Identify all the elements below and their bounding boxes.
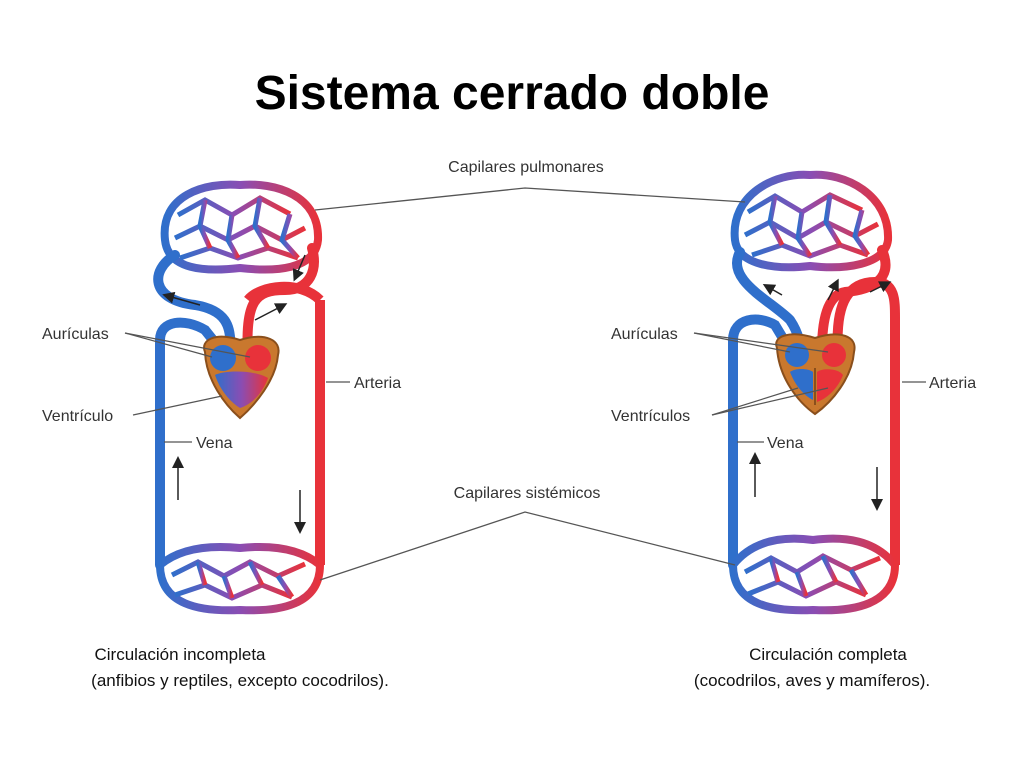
pulmonary-capillaries-label: Capilares pulmonares xyxy=(448,159,604,176)
right-artery-label: Arteria xyxy=(929,375,976,392)
right-diagram: Aurículas Ventrículos Arteria Vena Circu… xyxy=(611,170,976,690)
left-ventricle-label: Ventrículo xyxy=(42,408,113,425)
left-caption-line1: Circulación incompleta xyxy=(94,645,266,664)
right-caption-line2: (cocodrilos, aves y mamíferos). xyxy=(694,671,930,690)
right-arrow-icon xyxy=(762,284,783,296)
systemic-capillaries-label: Capilares sistémicos xyxy=(454,485,601,502)
right-vein-label: Vena xyxy=(767,435,804,452)
left-pulmonary-capillary-bed xyxy=(160,180,323,274)
left-systemic-capillary-bed xyxy=(155,542,325,615)
right-pulmonary-capillary-bed xyxy=(730,170,893,272)
left-arrow-icon xyxy=(292,254,306,282)
right-systemic-capillary-bed xyxy=(728,534,900,615)
left-vein-label: Vena xyxy=(196,435,233,452)
right-heart xyxy=(775,333,856,416)
left-systemic-vein xyxy=(155,317,230,570)
right-ventricles-label: Ventrículos xyxy=(611,408,690,425)
left-atria-label: Aurículas xyxy=(42,326,109,343)
left-artery-label: Arteria xyxy=(354,375,401,392)
left-caption-line2: (anfibios y reptiles, excepto cocodrilos… xyxy=(91,671,389,690)
shared-leaders xyxy=(314,187,746,581)
right-caption-line1: Circulación completa xyxy=(749,645,907,664)
right-atria-label: Aurículas xyxy=(611,326,678,343)
left-arrow-icon xyxy=(254,303,288,321)
left-diagram: Aurículas Ventrículo Arteria Vena Circul… xyxy=(42,180,401,690)
page-title: Sistema cerrado doble xyxy=(254,67,770,120)
left-arrow-icon xyxy=(162,291,201,306)
right-arrow-icon xyxy=(869,281,892,293)
right-arrow-icon xyxy=(827,278,839,301)
left-pulmonary-vein xyxy=(153,250,236,355)
left-heart xyxy=(203,335,280,420)
